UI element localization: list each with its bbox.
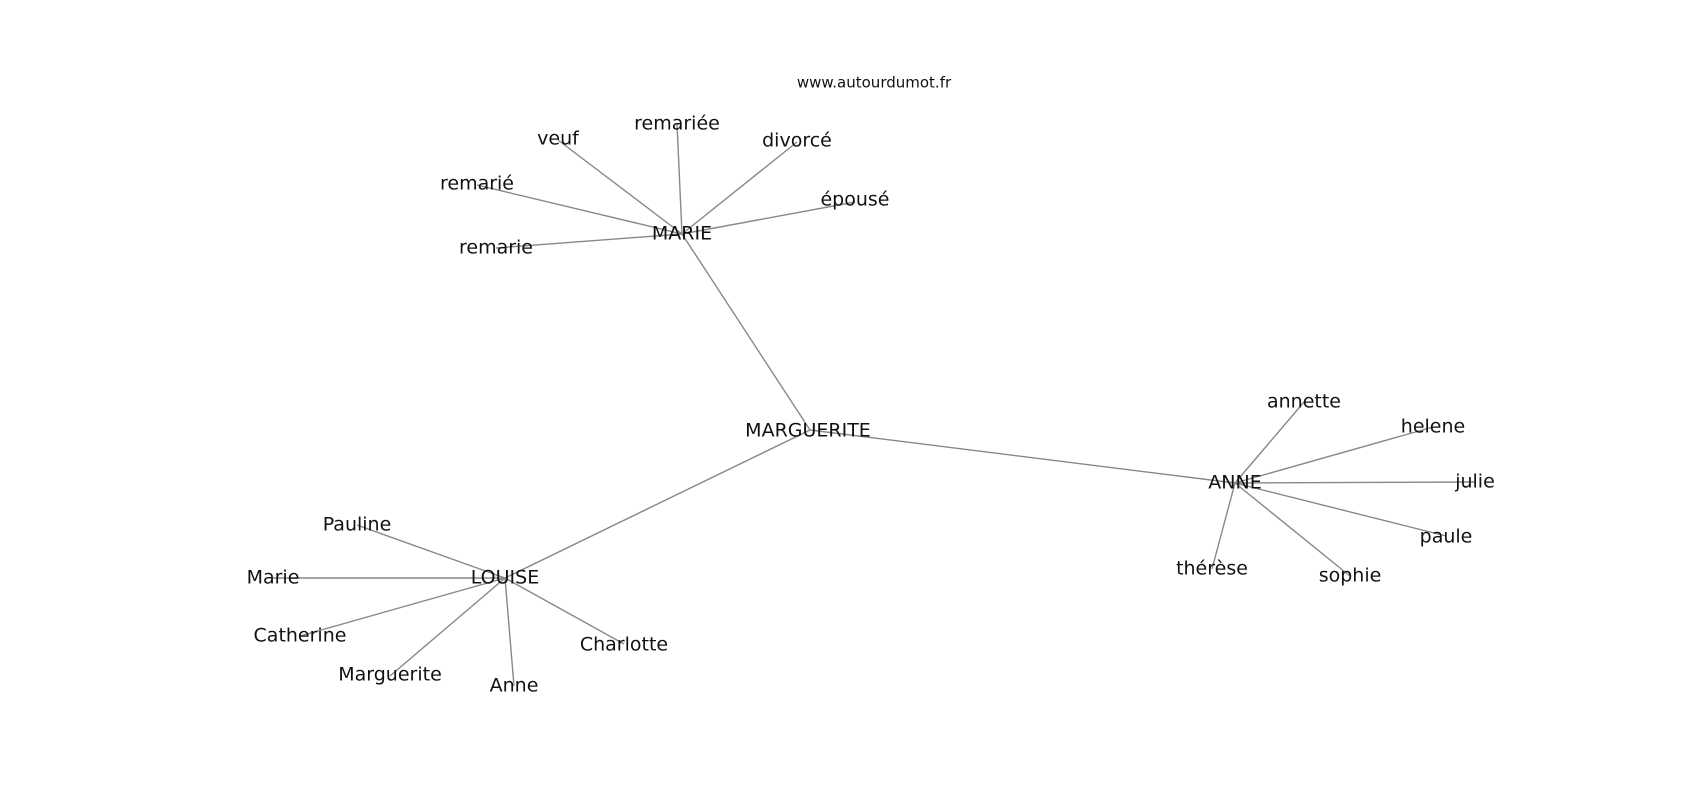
node-leaf-sophie[interactable]: sophie (1319, 565, 1382, 587)
node-leaf-pauline[interactable]: Pauline (323, 514, 392, 536)
edge-marie-veuf (557, 139, 683, 235)
graph-edges (273, 123, 1476, 687)
node-hub-anne[interactable]: ANNE (1208, 472, 1261, 494)
edge-anne-julie (1234, 481, 1476, 484)
node-leaf-marie[interactable]: Marie (247, 567, 300, 589)
edge-louise-anne (504, 577, 515, 687)
edge-marie-epouse (681, 201, 856, 235)
graph-labels: www.autourdumot.fr MARGUERITE MARIE veuf… (247, 74, 1495, 697)
edge-center-louise (504, 429, 811, 579)
node-hub-marie[interactable]: MARIE (652, 223, 712, 245)
edge-center-marie (681, 233, 811, 431)
node-leaf-catherine[interactable]: Catherine (254, 625, 347, 647)
node-leaf-divorce[interactable]: divorcé (762, 130, 832, 152)
node-leaf-helene[interactable]: helene (1401, 416, 1465, 438)
node-leaf-marguerite[interactable]: Marguerite (338, 664, 442, 686)
node-leaf-veuf[interactable]: veuf (537, 128, 580, 150)
node-leaf-paule[interactable]: paule (1420, 526, 1473, 548)
edge-louise-charlotte (504, 577, 625, 645)
node-leaf-therese[interactable]: thérèse (1176, 558, 1248, 580)
node-leaf-annette[interactable]: annette (1267, 391, 1341, 413)
edge-anne-annette (1234, 401, 1305, 484)
edge-louise-pauline (356, 524, 506, 579)
edge-louise-catherine (299, 577, 506, 637)
node-leaf-anne[interactable]: Anne (490, 675, 539, 697)
edge-anne-therese (1211, 482, 1236, 570)
edge-marie-remariee (676, 123, 683, 235)
edge-marie-remarie (495, 233, 683, 249)
node-center[interactable]: MARGUERITE (745, 420, 871, 442)
edge-center-anne (809, 429, 1236, 484)
node-leaf-remarie-accent[interactable]: remarié (440, 173, 514, 195)
node-leaf-epouse[interactable]: épousé (820, 189, 889, 211)
edge-marie-divorce (681, 141, 798, 235)
edge-anne-helene (1234, 426, 1434, 484)
edge-anne-paule (1234, 482, 1447, 537)
node-leaf-julie[interactable]: julie (1454, 471, 1495, 493)
node-leaf-charlotte[interactable]: Charlotte (580, 634, 668, 656)
node-leaf-remariee[interactable]: remariée (634, 113, 720, 135)
site-watermark: www.autourdumot.fr (797, 74, 952, 92)
edge-marie-remarie-accent (476, 184, 683, 235)
edge-louise-marguerite (389, 577, 506, 677)
edge-anne-sophie (1234, 482, 1351, 577)
node-leaf-remarie[interactable]: remarie (459, 237, 533, 259)
node-hub-louise[interactable]: LOUISE (471, 567, 539, 589)
